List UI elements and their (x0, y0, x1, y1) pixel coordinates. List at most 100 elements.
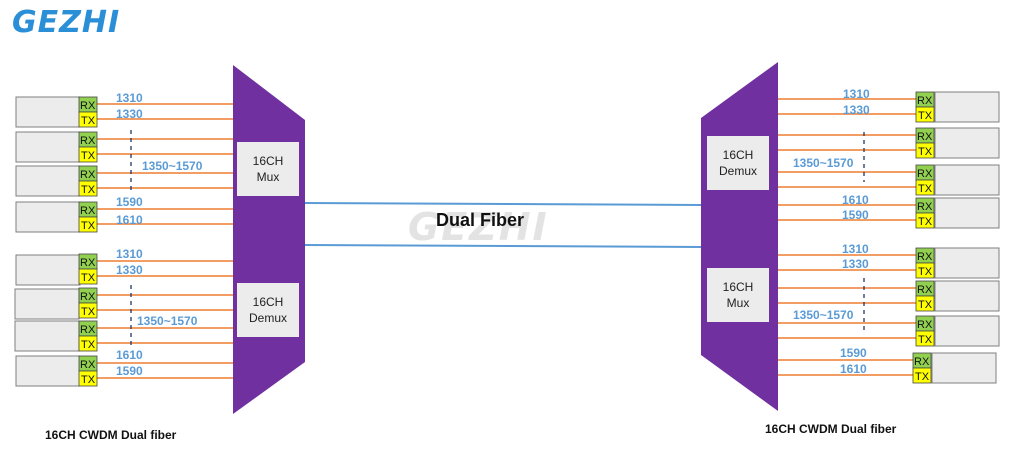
right-transceiver-1 (934, 91, 1000, 123)
right-rx-label-8: RX (914, 356, 930, 368)
left-wavelength-label-2: 1330 (116, 107, 143, 121)
right-demux-label-line2: Demux (718, 164, 757, 178)
right-tx-port-4 (915, 212, 935, 229)
left-tx-port-5 (78, 268, 98, 285)
left-tx-port-1 (78, 111, 98, 128)
left-transceiver-3 (15, 165, 81, 197)
fiber-line-upper (304, 202, 702, 206)
right-transceiver-3 (934, 164, 1000, 196)
fiber-line-lower (304, 244, 702, 248)
left-tx-port-8 (78, 370, 98, 387)
right-demux-box: 16CH Demux (707, 136, 769, 190)
left-wavelength-label-3: 1350~1570 (142, 159, 203, 173)
left-transceiver-4 (15, 201, 81, 233)
right-tx-label-3: TX (918, 183, 933, 195)
left-demux-box: 16CH Demux (237, 283, 299, 337)
left-mux-label-line2: Mux (256, 170, 280, 184)
left-rx-label-5: RX (80, 257, 96, 269)
right-mux-box: 16CH Mux (707, 268, 769, 322)
right-tx-port-7 (915, 330, 935, 347)
right-wavelength-label-8: 1350~1570 (793, 308, 854, 322)
right-transceiver-4 (934, 197, 1000, 229)
left-tx-label-4: TX (81, 220, 96, 232)
left-transceiver-5 (15, 254, 81, 286)
left-transceiver-2 (15, 131, 81, 163)
left-wavelength-label-9: 1610 (116, 348, 143, 362)
left-tx-label-8: TX (81, 374, 96, 386)
left-wavelength-label-5: 1610 (116, 213, 143, 227)
left-tx-label-1: TX (81, 115, 96, 127)
right-wavelength-label-3: 1350~1570 (793, 156, 854, 170)
gezhi-logo: GEZHI (12, 5, 121, 40)
left-demux-label-line1: 16CH (252, 295, 284, 309)
left-tx-label-5: TX (81, 272, 96, 284)
left-rx-label-7: RX (80, 324, 96, 336)
right-tx-port-5 (915, 262, 935, 279)
right-demux-label-line1: 16CH (722, 148, 754, 162)
left-wavelength-label-8: 1350~1570 (137, 314, 198, 328)
right-wavelength-label-7: 1330 (842, 257, 869, 271)
left-mux-label-line1: 16CH (252, 154, 284, 168)
gezhi-watermark: GEZHI (408, 205, 549, 249)
left-rx-label-6: RX (80, 291, 96, 303)
left-tx-port-6 (78, 302, 98, 319)
left-rx-label-8: RX (80, 359, 96, 371)
right-rx-label-7: RX (917, 319, 933, 331)
left-transceiver-8 (15, 355, 81, 387)
right-rx-label-6: RX (917, 284, 933, 296)
left-tx-label-6: TX (81, 306, 96, 318)
right-wavelength-label-1: 1310 (843, 87, 870, 101)
right-transceiver-5 (934, 247, 1000, 279)
left-mux-box: 16CH Mux (237, 142, 299, 196)
right-mux-label-line2: Mux (726, 296, 750, 310)
left-mux-demux-body (233, 65, 305, 414)
right-rx-label-4: RX (917, 201, 933, 213)
right-tx-label-5: TX (918, 266, 933, 278)
left-tx-label-7: TX (81, 339, 96, 351)
left-transceiver-6 (14, 288, 80, 320)
left-wavelength-label-6: 1310 (116, 247, 143, 261)
right-tx-label-2: TX (918, 146, 933, 158)
right-tx-label-8: TX (915, 371, 930, 383)
left-tx-port-2 (78, 146, 98, 163)
right-rx-label-5: RX (917, 251, 933, 263)
left-tx-label-2: TX (81, 150, 96, 162)
right-rx-label-3: RX (917, 168, 933, 180)
right-transceiver-6 (934, 280, 1000, 312)
right-tx-label-6: TX (918, 299, 933, 311)
right-mux-label-line1: 16CH (722, 280, 754, 294)
right-rx-label-2: RX (917, 131, 933, 143)
right-rx-label-1: RX (917, 95, 933, 107)
right-tx-label-1: TX (918, 110, 933, 122)
left-rx-label-2: RX (80, 135, 96, 147)
right-tx-port-3 (915, 179, 935, 196)
right-tx-port-8 (912, 367, 932, 384)
left-tx-port-3 (78, 180, 98, 197)
right-transceiver-8 (931, 352, 997, 384)
left-tx-port-7 (78, 335, 98, 352)
right-mux-demux-body (701, 62, 778, 411)
left-rx-label-4: RX (80, 205, 96, 217)
left-transceiver-1 (15, 96, 81, 128)
left-tx-port-4 (78, 216, 98, 233)
right-wavelength-label-4: 1610 (842, 193, 869, 207)
right-wavelength-label-2: 1330 (843, 103, 870, 117)
right-tx-port-2 (915, 142, 935, 159)
right-transceiver-7 (934, 315, 1000, 347)
right-tx-label-7: TX (918, 334, 933, 346)
right-wavelength-label-10: 1610 (840, 362, 867, 376)
left-caption: 16CH CWDM Dual fiber (45, 428, 177, 442)
left-rx-label-3: RX (80, 169, 96, 181)
right-tx-port-6 (915, 295, 935, 312)
left-rx-label-1: RX (80, 100, 96, 112)
right-caption: 16CH CWDM Dual fiber (765, 422, 897, 436)
right-wavelength-label-6: 1310 (842, 242, 869, 256)
left-wavelength-label-7: 1330 (116, 263, 143, 277)
left-transceiver-7 (14, 320, 80, 352)
right-transceiver-2 (934, 127, 1000, 159)
right-wavelength-label-9: 1590 (840, 346, 867, 360)
right-tx-label-4: TX (918, 216, 933, 228)
left-wavelength-label-4: 1590 (116, 195, 143, 209)
dual-fiber-label: Dual Fiber (436, 210, 525, 230)
left-wavelength-label-1: 1310 (116, 91, 143, 105)
